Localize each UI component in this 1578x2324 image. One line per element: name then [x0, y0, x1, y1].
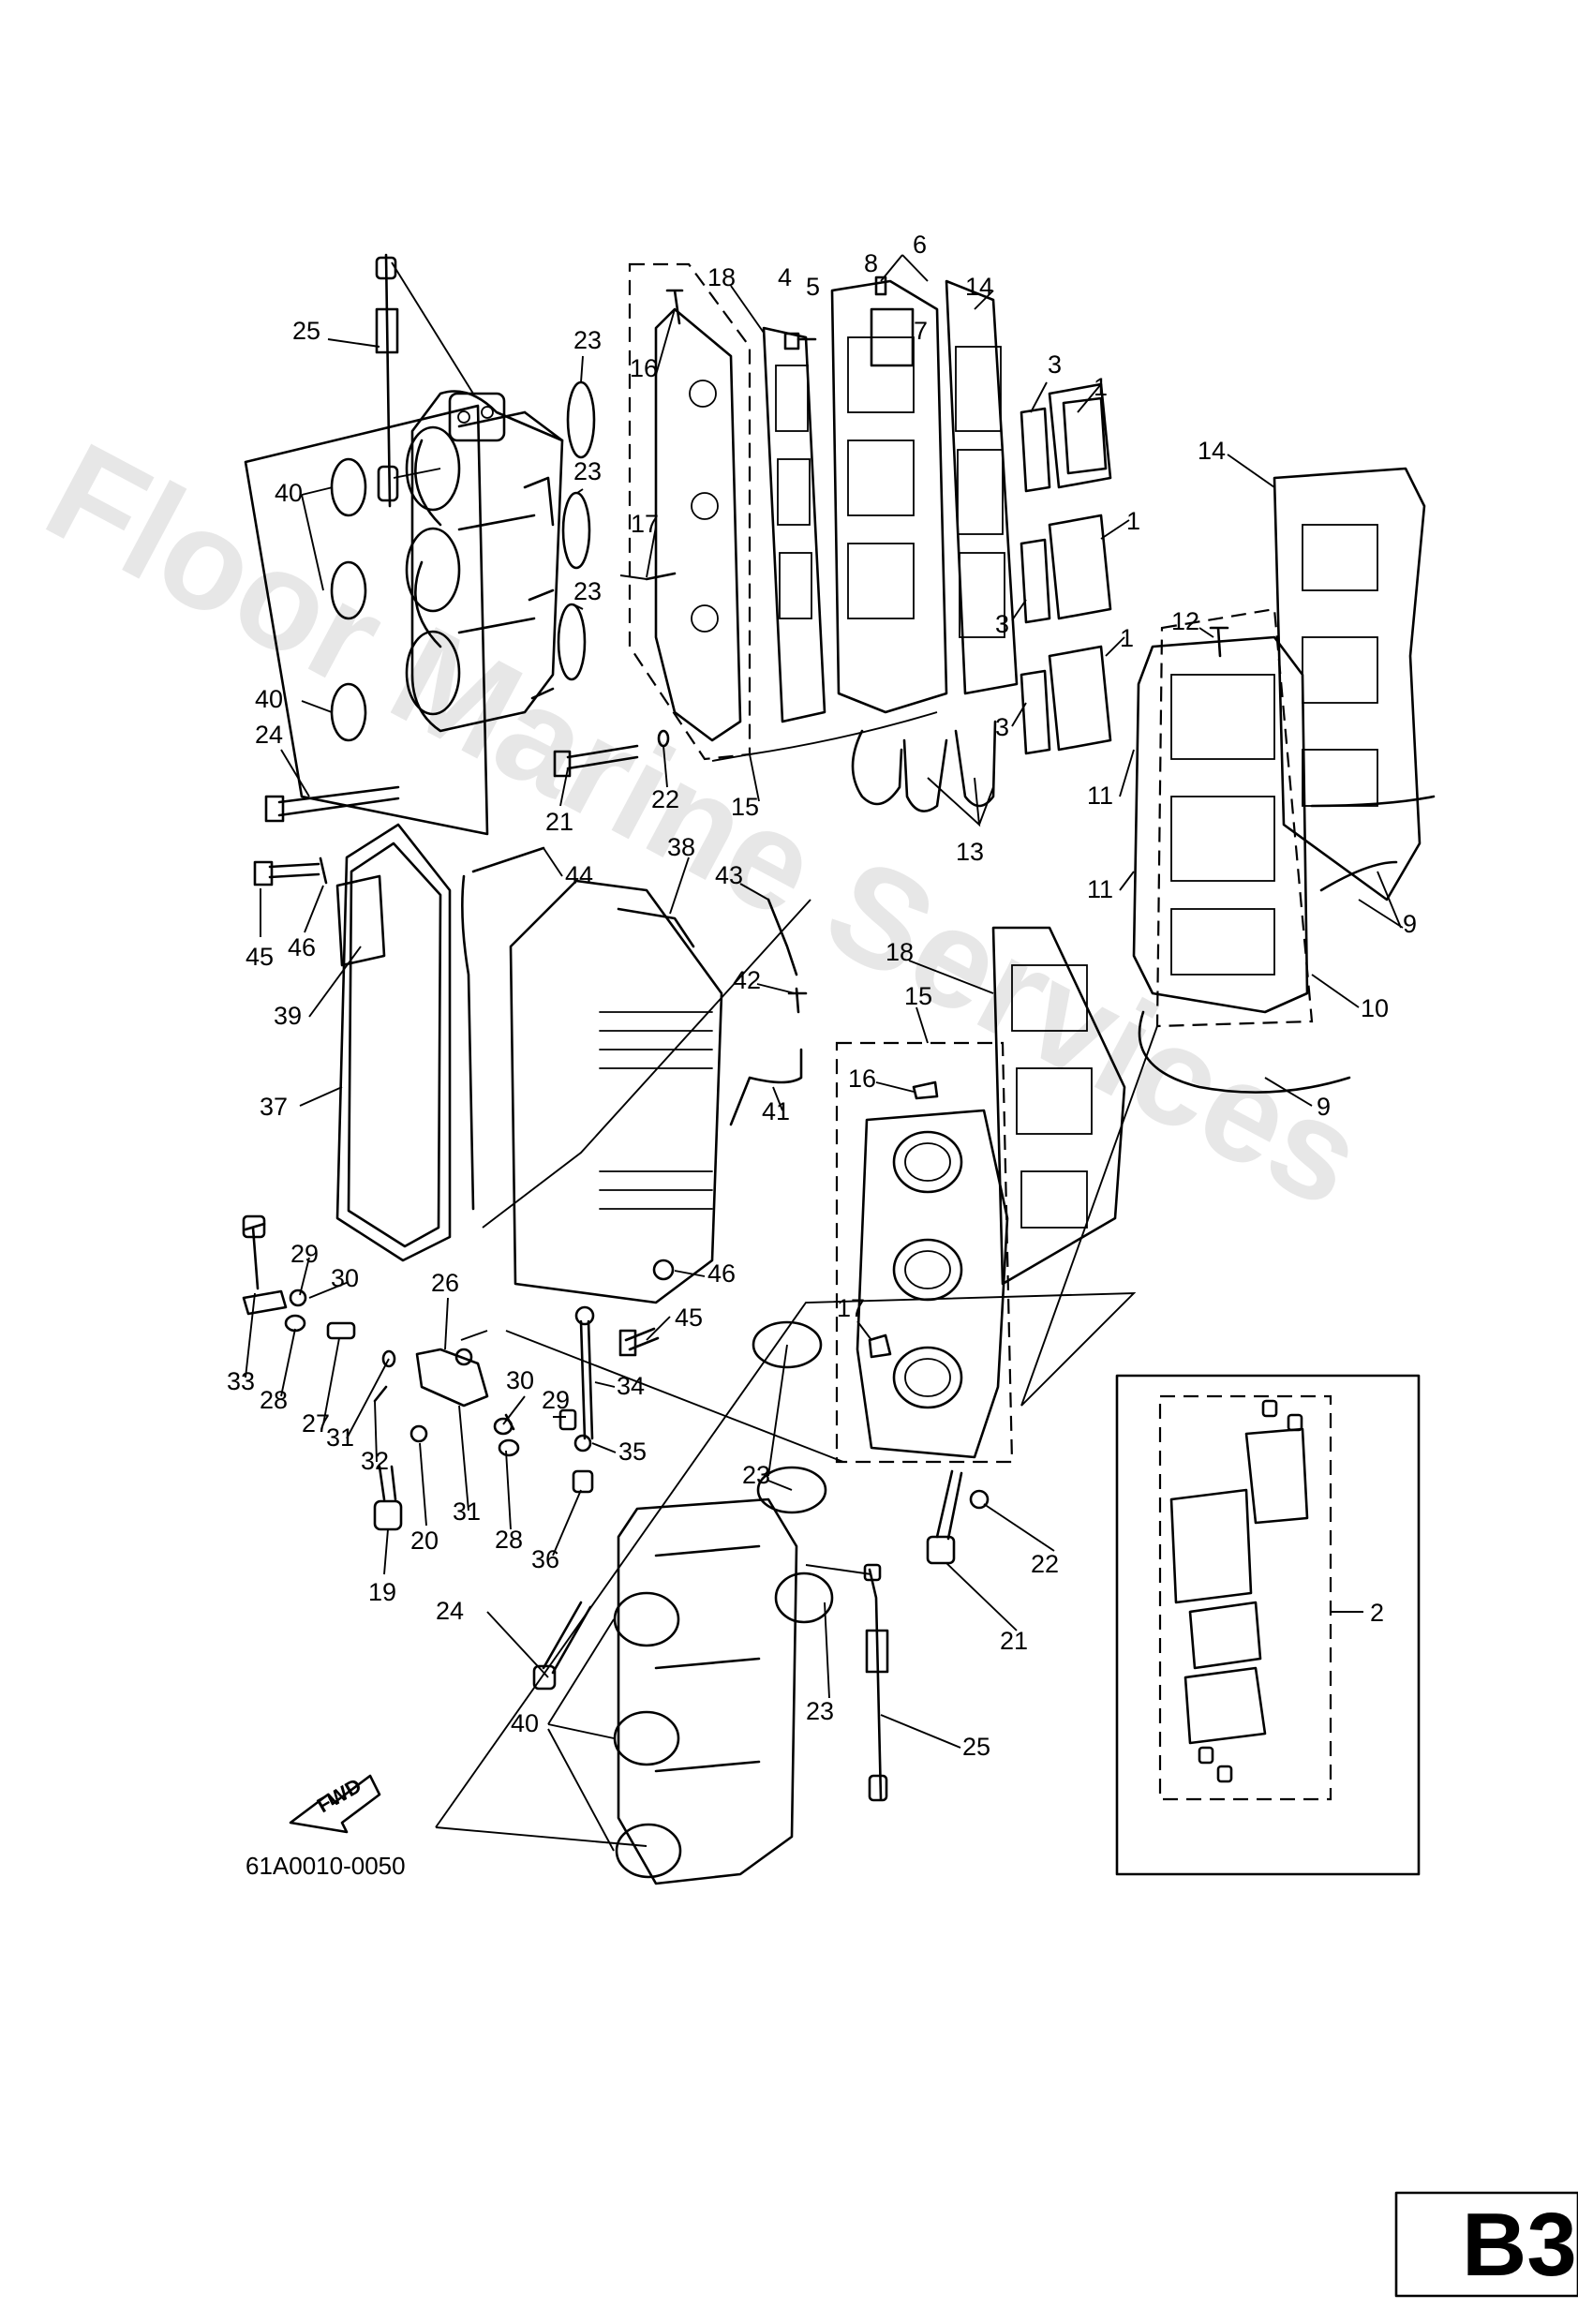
callout-25: 25 [292, 317, 320, 345]
callout-16: 16 [630, 354, 658, 382]
right-intake-manifold [1020, 467, 1436, 1407]
silencer-cover-assembly [253, 823, 811, 1357]
callout-28: 28 [260, 1386, 288, 1414]
callout-24: 24 [255, 721, 283, 749]
callout-3: 3 [1048, 350, 1062, 379]
upper-manifold-plate [553, 262, 752, 778]
callout-44: 44 [565, 861, 593, 889]
callout-45: 45 [675, 1304, 703, 1332]
callout-20: 20 [410, 1527, 439, 1555]
upper-gaskets-and-reed-block [749, 254, 1112, 827]
page-tag-label: B3 [1462, 2195, 1577, 2295]
callout-16: 16 [848, 1065, 876, 1093]
callout-38: 38 [667, 833, 695, 861]
callout-28: 28 [495, 1526, 523, 1554]
callout-24: 24 [436, 1597, 464, 1625]
callout-12: 12 [1171, 607, 1199, 635]
callout-23: 23 [742, 1461, 770, 1489]
callout-21: 21 [545, 808, 573, 836]
callout-14: 14 [1198, 437, 1226, 465]
callout-labels: 1 1 1 2 3 3 3 3 4 5 6 7 8 9 9 10 11 11 1… [227, 231, 1417, 1761]
upper-throttle-body-assembly [244, 253, 596, 836]
callout-15: 15 [904, 982, 932, 1010]
callout-15: 15 [731, 793, 759, 821]
callout-3: 3 [995, 713, 1009, 741]
callout-30: 30 [506, 1366, 534, 1394]
callout-45: 45 [246, 943, 274, 971]
callout-1: 1 [1126, 507, 1140, 535]
callout-46: 46 [707, 1259, 736, 1288]
callout-39: 39 [274, 1002, 302, 1030]
callout-23: 23 [573, 577, 602, 605]
callout-21: 21 [1000, 1627, 1028, 1655]
callout-17: 17 [837, 1294, 865, 1322]
callout-35: 35 [618, 1438, 647, 1466]
callout-43: 43 [715, 861, 743, 889]
reed-valve-kit-inset [1115, 1374, 1421, 1876]
callout-22: 22 [1031, 1550, 1059, 1578]
callout-31: 31 [453, 1497, 481, 1526]
callout-22: 22 [651, 785, 679, 813]
callout-leaders [245, 285, 1404, 1852]
callout-23: 23 [806, 1697, 834, 1725]
callout-42: 42 [733, 966, 761, 994]
callout-8: 8 [864, 249, 878, 277]
callout-2: 2 [1370, 1599, 1384, 1627]
watermark: Floor Marine Services [23, 412, 1387, 1237]
callout-40: 40 [511, 1709, 539, 1737]
callout-9: 9 [1403, 910, 1417, 938]
lower-throttle-body-assembly [435, 1291, 1137, 1885]
callout-9: 9 [1317, 1093, 1331, 1121]
callout-5: 5 [806, 273, 820, 301]
callout-46: 46 [288, 933, 316, 961]
forward-arrow: FWD [289, 1774, 381, 1834]
callout-33: 33 [227, 1367, 255, 1395]
callout-31: 31 [326, 1423, 354, 1452]
callout-7: 7 [914, 317, 928, 345]
callout-40: 40 [275, 479, 303, 507]
callout-1: 1 [1120, 624, 1134, 652]
callout-14: 14 [965, 273, 993, 301]
page-tag: B3 [1394, 2191, 1578, 2298]
callout-18: 18 [886, 938, 914, 966]
callout-34: 34 [617, 1372, 645, 1400]
callout-26: 26 [431, 1269, 459, 1297]
callout-37: 37 [260, 1093, 288, 1121]
callout-13: 13 [956, 838, 984, 866]
callout-10: 10 [1361, 994, 1389, 1022]
lower-manifold-plate [835, 926, 1126, 1565]
callout-32: 32 [361, 1447, 389, 1475]
drawing-code: 61A0010-0050 [246, 1852, 406, 1880]
callout-29: 29 [542, 1386, 570, 1414]
callout-3: 3 [995, 610, 1009, 638]
callout-25: 25 [962, 1733, 990, 1761]
callout-41: 41 [762, 1097, 790, 1125]
callout-23: 23 [573, 457, 602, 485]
callout-40: 40 [255, 685, 283, 713]
callout-4: 4 [778, 263, 792, 291]
callout-29: 29 [290, 1240, 319, 1268]
callout-11: 11 [1087, 875, 1113, 903]
callout-19: 19 [368, 1578, 396, 1606]
callout-23: 23 [573, 326, 602, 354]
callout-6: 6 [913, 231, 927, 259]
callout-11: 11 [1087, 782, 1113, 810]
callout-1: 1 [1094, 373, 1108, 401]
